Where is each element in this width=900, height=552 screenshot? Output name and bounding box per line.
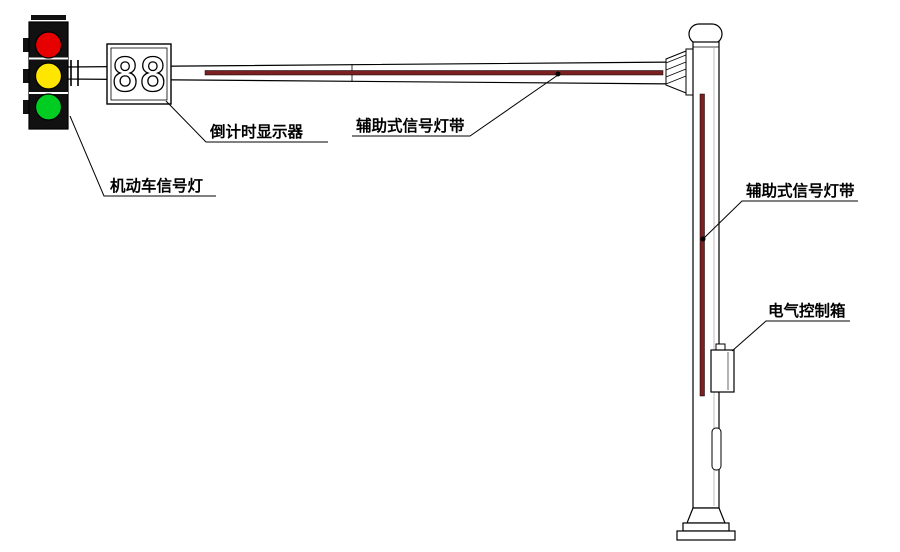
traffic-signal-head [23, 15, 69, 130]
pole [676, 23, 736, 541]
callout-vehicle-signal: 机动车信号灯 [69, 115, 216, 197]
yellow-lamp [34, 62, 63, 90]
pole-access-door [711, 427, 722, 471]
arm-signal-strip [204, 70, 664, 76]
leader-aux-strip-pole [702, 200, 858, 240]
label-aux-strip-pole: 辅助式信号灯带 [746, 181, 855, 200]
countdown-display-frame [106, 43, 172, 105]
bracket-hatch [665, 61, 687, 71]
pole-base-flare [686, 507, 726, 524]
pole-base [676, 507, 736, 541]
label-control-box: 电气控制箱 [768, 301, 846, 320]
bracket-hatch [665, 75, 687, 85]
electrical-control-box [710, 343, 735, 393]
pole-foundation [676, 530, 736, 541]
leader-countdown-display [165, 100, 328, 143]
arm-pole-bracket [665, 48, 694, 96]
pole-cap [688, 23, 723, 45]
bracket-hatch [665, 54, 687, 64]
callout-aux-strip-arm: 辅助式信号灯带 [352, 71, 561, 137]
callout-countdown-display: 倒计时显示器 [165, 100, 328, 143]
leader-control-box [731, 320, 850, 352]
countdown-display: 88 [106, 43, 172, 105]
bracket-hatch [665, 68, 687, 78]
label-vehicle-signal: 机动车信号灯 [110, 176, 204, 195]
leader-vehicle-signal [69, 115, 216, 197]
bracket-flange [685, 48, 694, 96]
bracket-plate [665, 50, 687, 94]
signal-head-clamp [70, 60, 79, 86]
pole-body [692, 41, 720, 509]
pole-signal-strip [699, 93, 705, 397]
countdown-display-inner-frame [110, 47, 168, 101]
leader-dot-arm-strip [555, 71, 561, 77]
countdown-value: 88 [111, 48, 166, 102]
signal-head-tab [23, 69, 30, 83]
callout-control-box: 电气控制箱 [731, 301, 850, 352]
signal-head-tab [23, 100, 30, 114]
signal-head-tab [23, 38, 30, 52]
label-countdown-display: 倒计时显示器 [209, 122, 304, 141]
control-box-body [710, 349, 735, 393]
red-lamp [34, 31, 63, 59]
leader-aux-strip-arm [352, 74, 559, 137]
green-lamp [34, 93, 63, 121]
signal-head-top-cap [31, 15, 66, 20]
callout-aux-strip-pole: 辅助式信号灯带 [700, 181, 858, 242]
label-aux-strip-arm: 辅助式信号灯带 [356, 116, 465, 135]
pole-base-plate [682, 522, 730, 532]
